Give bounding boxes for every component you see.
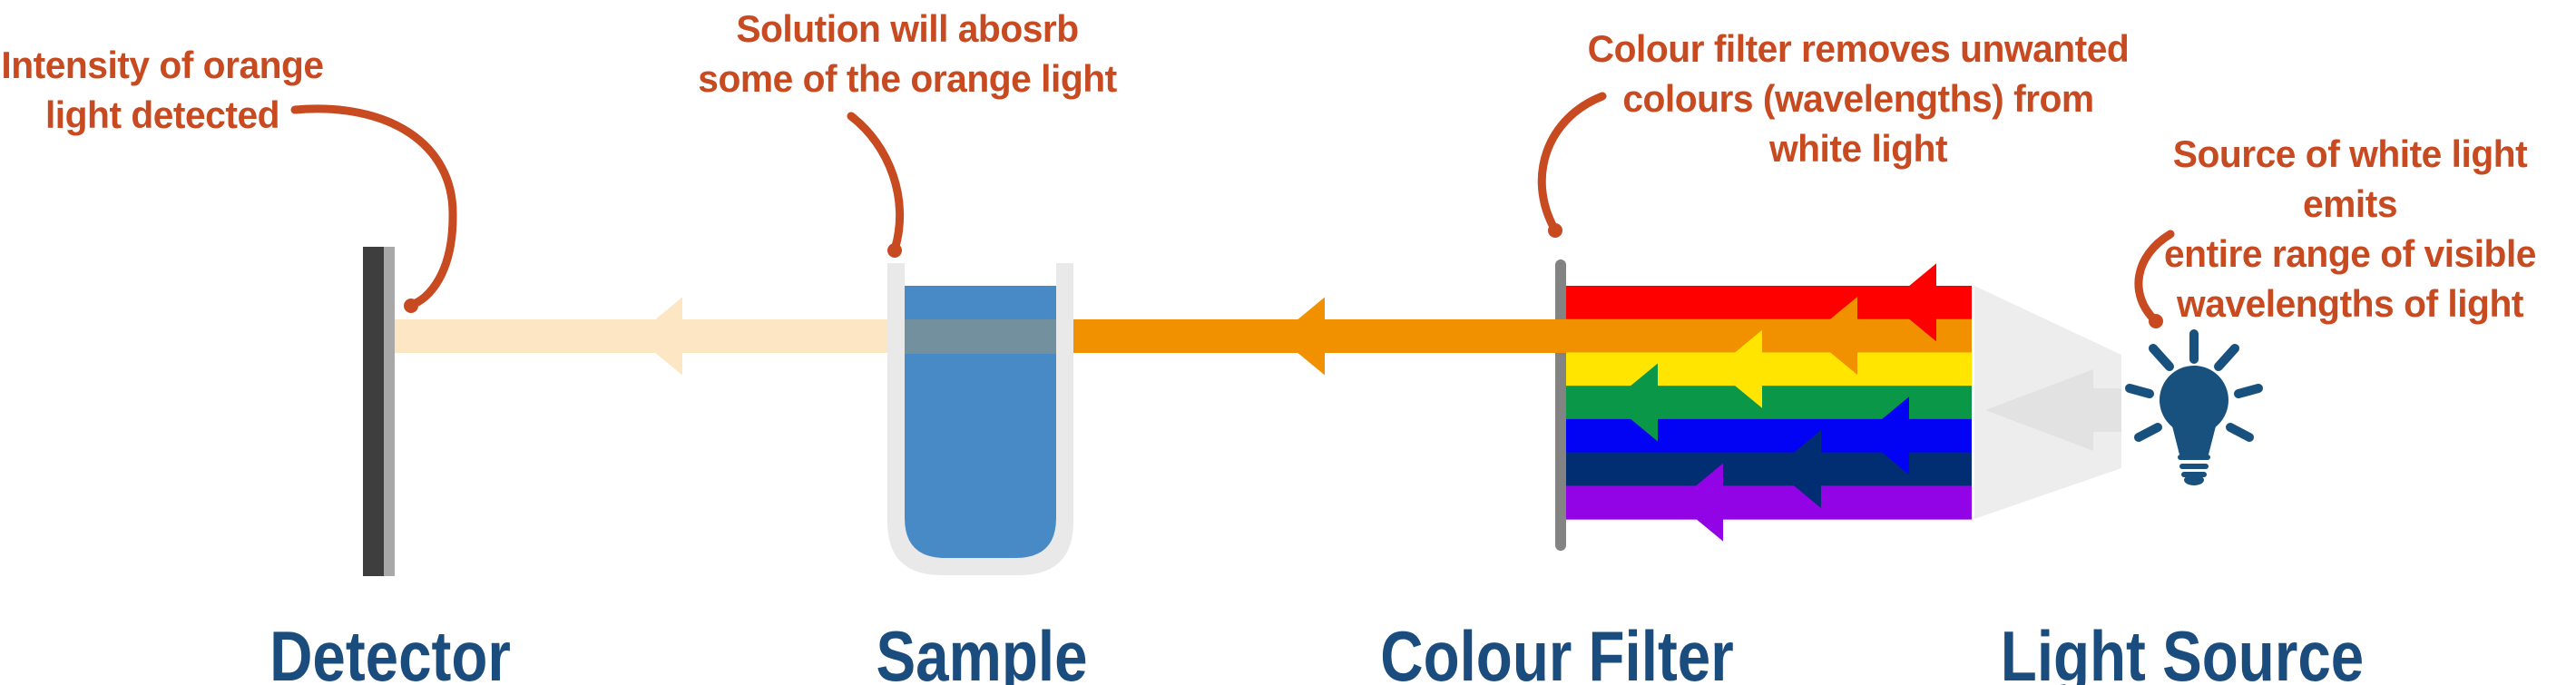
annotation-line: colours (wavelengths) from xyxy=(1622,77,2094,120)
spectrum-band-navy xyxy=(1566,452,1972,486)
spectrum-arrowhead-yellow xyxy=(1715,329,1762,408)
label-sample: Sample xyxy=(876,616,1088,685)
white-light-arrow-icon xyxy=(1985,369,2121,451)
beam-through-sample xyxy=(905,319,1056,354)
annotation-line: Source of white light emits xyxy=(2172,132,2528,225)
annotation-line: entire range of visible xyxy=(2164,232,2536,275)
annotation-line: Solution will abosrb xyxy=(736,7,1079,50)
spectrum-band-purple xyxy=(1566,485,1972,520)
light-bulb-icon xyxy=(2125,329,2263,485)
spectrum-beam-group xyxy=(1566,263,1972,542)
spectrum-arrowhead-red xyxy=(1889,263,1936,342)
transmitted-beam-arrow xyxy=(635,297,682,376)
annotation-sample-note: Solution will abosrb some of the orange … xyxy=(696,4,1119,103)
sample-note-arrow xyxy=(847,112,905,254)
annotation-arrow-dots xyxy=(404,223,2163,328)
label-light-source: Light Source xyxy=(2000,616,2365,685)
spectrum-band-blue xyxy=(1566,418,1972,454)
sample-cuvette xyxy=(887,263,1073,575)
detector-note-arrow xyxy=(290,104,457,309)
annotation-line: Colour filter removes unwanted xyxy=(1587,27,2130,70)
annotation-source-note: Source of white light emits entire range… xyxy=(2121,129,2576,328)
annotation-line: Intensity of orange xyxy=(1,44,324,86)
label-colour-filter: Colour Filter xyxy=(1380,616,1734,685)
annotation-line: white light xyxy=(1768,127,1948,170)
annotation-line: wavelengths of light xyxy=(2177,282,2523,325)
annotation-line: some of the orange light xyxy=(698,57,1117,100)
filter-note-arrow xyxy=(1537,92,1607,233)
spectrum-arrowhead-green xyxy=(1611,363,1658,442)
annotation-line: light detected xyxy=(44,93,280,136)
annotation-filter-note: Colour filter removes unwanted colours (… xyxy=(1577,24,2140,173)
detector-light-strip xyxy=(384,247,395,576)
bulb-rays xyxy=(2125,329,2263,442)
spectrum-arrowhead-purple xyxy=(1676,463,1723,542)
spectrum-arrowhead-blue xyxy=(1862,396,1909,475)
spectrum-arrowhead-orange xyxy=(1810,297,1857,376)
annotation-detector-note: Intensity of orange light detected xyxy=(0,40,330,140)
source-note-arrow xyxy=(2134,230,2175,325)
spectrum-band-orange xyxy=(1566,318,1972,354)
spectrum-arrowhead-navy xyxy=(1774,429,1821,508)
annotation-leader-curves xyxy=(290,92,2175,325)
detector-dark-strip xyxy=(363,247,384,576)
colour-filter-bar xyxy=(1555,259,1566,551)
label-detector: Detector xyxy=(269,616,511,685)
detector-bar xyxy=(363,247,395,576)
spectrum-band-yellow xyxy=(1566,352,1972,387)
